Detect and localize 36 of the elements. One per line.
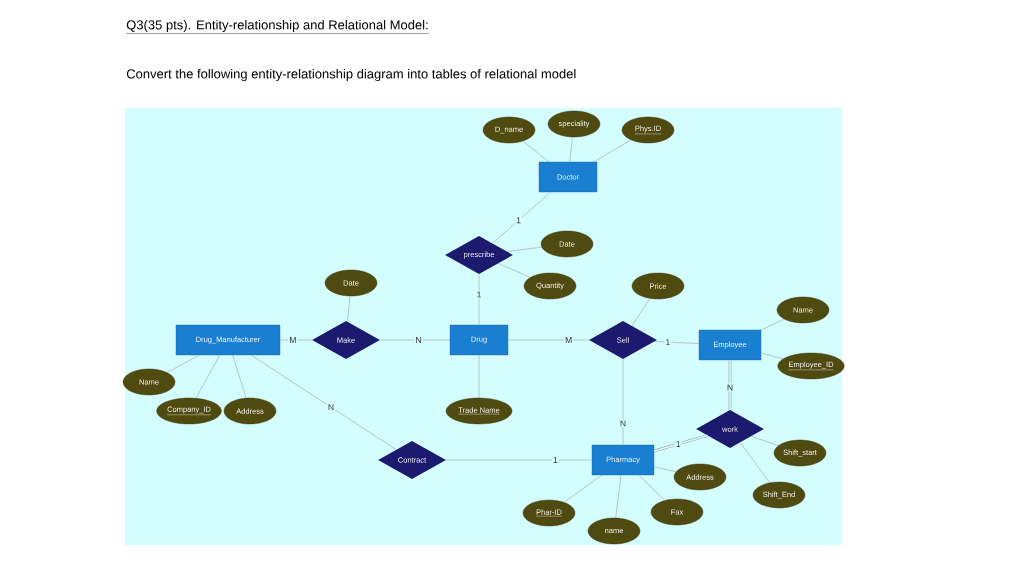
connector-line [760,352,784,360]
cardinality-label: N [618,419,628,428]
connector-line [347,295,351,322]
connector-line [631,298,651,327]
cardinality-label: 1 [664,338,672,346]
connector-line [195,354,220,399]
connector-line [638,474,666,501]
connector-line [492,191,551,244]
cardinality-label: 1 [515,216,522,225]
cardinality-label: N [414,336,423,344]
connector-line [750,435,779,446]
cardinality-label: N [326,403,336,412]
connector-line [497,263,531,278]
connector-line [654,341,700,344]
cardinality-label: 1 [552,456,559,464]
connector-line [593,139,632,163]
connector-line [232,354,247,399]
cardinality-label: 1 [475,290,483,299]
connector-line [739,442,771,483]
cardinality-label: N [725,383,735,392]
connector-line [760,318,785,331]
connector-line [615,474,622,519]
cardinality-label: M [288,336,298,344]
cardinality-label: 1 [674,440,682,448]
connector-line [569,136,573,163]
connector-line [506,246,542,252]
connector-line [251,354,397,450]
cardinality-label: M [564,336,574,344]
connector-line [522,140,550,163]
connector-line [653,434,709,453]
connector-line [166,354,200,373]
connector-line [563,474,603,503]
connector-line [728,359,732,411]
instruction-text: Convert the following entity-relationship diagram into tables of relational model [126,68,576,82]
title: Q3(35 pts). Entity-relationship and Relational Model: [126,19,429,34]
connector-line [653,466,677,472]
